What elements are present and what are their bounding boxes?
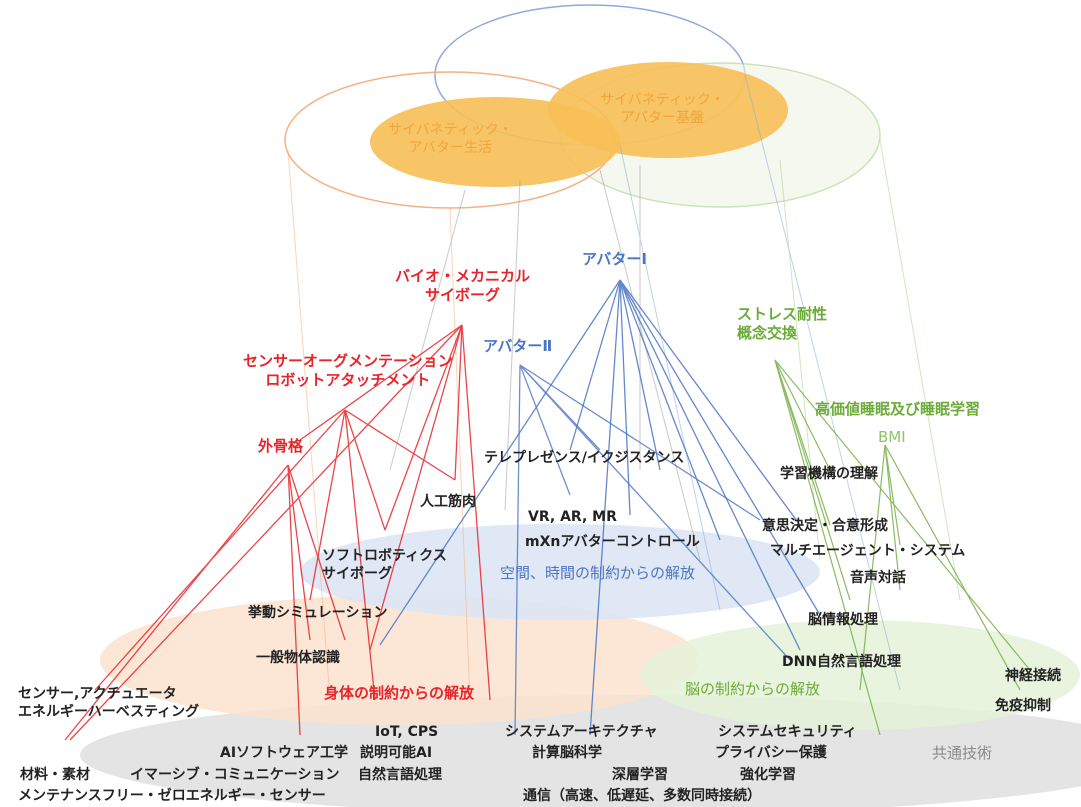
immersive-communication-label: イマーシブ・コミュニケーション	[130, 767, 340, 783]
maintenance-free-sensor-label: メンテナンスフリー・ゼロエネルギー・センサー	[18, 788, 326, 804]
bio-mechanical-cyborg-label: バイオ・メカニカルサイボーグ	[395, 267, 531, 304]
explainable-ai-label: 説明可能AI	[360, 745, 433, 761]
brain-release-label: 脳の制約からの解放	[685, 680, 821, 698]
avatar1-connectors	[379, 279, 821, 736]
system-security-label: システムセキュリティ	[718, 724, 857, 740]
red-connectors	[64, 324, 491, 741]
space-time-disc	[300, 524, 820, 620]
computational-neuroscience-label: 計算脳科学	[532, 745, 602, 761]
natural-language-processing-label: 自然言語処理	[358, 767, 442, 783]
common-technology-label: 共通技術	[932, 744, 993, 762]
body-release-disc	[100, 595, 700, 725]
communication-label: 通信（高速、低遅延、多数同時接続）	[523, 788, 761, 804]
mxn-avatar-control-label: mXnアバターコントロール	[525, 534, 700, 550]
avatar-2-label: アバターⅡ	[483, 337, 553, 355]
materials-label: 材料・素材	[20, 767, 90, 783]
dnn-nlp-label: DNN自然言語処理	[782, 654, 902, 670]
learning-mechanism-label: 学習機構の理解	[780, 466, 878, 482]
avatar-1-label: アバターⅠ	[582, 250, 647, 268]
decision-making-label: 意思決定・合意形成	[762, 518, 888, 534]
base-fill-ellipse	[548, 62, 788, 158]
body-release-label: 身体の制約からの解放	[324, 684, 475, 702]
sensor-actuator-label: センサー,アクチュエータエネルギーハーベスティング	[18, 686, 200, 720]
immune-suppression-label: 免疫抑制	[995, 698, 1051, 714]
exoskeleton-label: 外骨格	[258, 437, 304, 455]
brain-info-processing-label: 脳情報処理	[808, 612, 878, 628]
object-recognition-label: 一般物体認識	[256, 650, 340, 666]
brain-release-disc	[640, 620, 1080, 730]
space-time-release-label: 空間、時間の制約からの解放	[500, 564, 696, 582]
neural-connection-label: 神経接続	[1005, 668, 1061, 684]
green-connectors	[774, 359, 1031, 736]
deep-learning-label: 深層学習	[612, 767, 668, 783]
reinforcement-learning-label: 強化学習	[740, 767, 796, 783]
high-value-sleep-label: 高価値睡眠及び睡眠学習	[815, 400, 981, 418]
vr-ar-mr-label: VR, AR, MR	[528, 509, 617, 525]
stress-tolerance-label: ストレス耐性概念交換	[737, 305, 828, 342]
bmi-label: BMI	[878, 428, 906, 446]
iot-cps-label: IoT, CPS	[375, 724, 439, 740]
ai-software-engineering-label: AIソフトウェア工学	[220, 745, 349, 761]
telepresence-label: テレプレゼンス/イクジスタンス	[484, 450, 685, 466]
cybernetic-avatar-base-label: サイバネティック・アバター基盤	[600, 92, 725, 126]
frame-lines	[287, 74, 961, 701]
voice-dialogue-label: 音声対話	[850, 570, 906, 586]
cybernetic-avatar-life-label: サイバネティック・アバター生活	[388, 122, 513, 156]
system-architecture-label: システムアーキテクチャ	[505, 724, 658, 740]
artificial-muscle-label: 人工筋肉	[420, 494, 476, 510]
avatar2-connectors	[514, 364, 791, 736]
sensor-augmentation-label: センサーオーグメンテーションロボットアタッチメント	[243, 352, 453, 389]
multi-agent-system-label: マルチエージェント・システム	[770, 543, 966, 559]
privacy-protection-label: プライバシー保護	[715, 745, 827, 761]
motion-simulation-label: 挙動シミュレーション	[248, 605, 388, 621]
soft-robotics-label: ソフトロボティクスサイボーグ	[322, 548, 447, 582]
